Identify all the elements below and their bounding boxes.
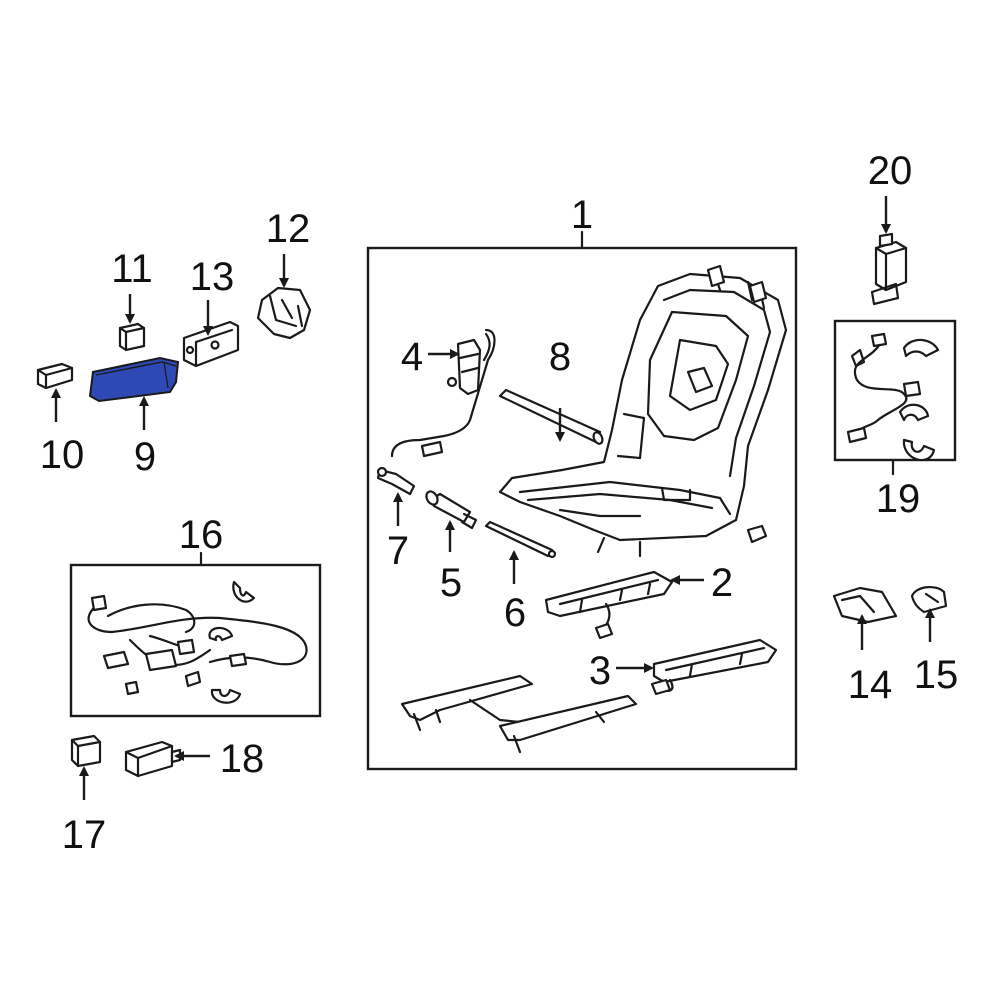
part-13-bracket[interactable] [182,320,240,368]
part-14-cover[interactable] [832,586,898,624]
callout-1[interactable]: 1 [571,193,593,237]
callout-12[interactable]: 12 [266,207,311,251]
callout-17[interactable]: 17 [62,813,107,857]
part-20-connector[interactable] [870,232,908,306]
part-11-clip[interactable] [118,322,146,352]
part-15-cap[interactable] [910,586,948,614]
part-9-armrest-cover[interactable] [88,356,180,403]
callout-18[interactable]: 18 [220,737,265,781]
group-box-wire-harness [69,563,322,718]
callout-10[interactable]: 10 [40,433,85,477]
part-6-shaft[interactable] [484,520,557,559]
callout-3[interactable]: 3 [589,649,611,693]
part-18-connector[interactable] [124,740,182,778]
part-3-adjuster[interactable] [650,638,778,696]
part-7-pin[interactable] [376,466,416,496]
part-2-adjuster[interactable] [544,570,674,640]
part-5-cylinder[interactable] [424,489,478,530]
callout-6[interactable]: 6 [504,591,526,635]
callout-9[interactable]: 9 [134,435,156,479]
callout-2[interactable]: 2 [711,561,733,605]
callout-19[interactable]: 19 [876,477,921,521]
callout-15[interactable]: 15 [914,653,959,697]
part-12-cover[interactable] [256,286,312,340]
callout-8[interactable]: 8 [549,335,571,379]
part-17-connector[interactable] [70,734,102,768]
callout-11[interactable]: 11 [111,247,153,291]
callout-7[interactable]: 7 [387,529,409,573]
part-4-motor[interactable] [390,328,496,458]
callout-labels: 1 2 3 4 5 6 7 8 9 10 11 12 13 14 15 16 1… [40,149,959,857]
callout-arrows [51,196,935,800]
part-16-wire-harness[interactable] [87,580,308,704]
callout-4[interactable]: 4 [401,335,423,379]
callout-14[interactable]: 14 [848,663,893,707]
callout-16[interactable]: 16 [179,513,224,557]
part-8-rod[interactable] [498,388,604,445]
callout-20[interactable]: 20 [868,149,913,193]
callout-13[interactable]: 13 [190,255,235,299]
part-19-harness[interactable] [846,332,940,461]
callout-5[interactable]: 5 [440,561,462,605]
part-1-seat-tracks[interactable] [400,674,638,754]
part-10-clip[interactable] [36,362,74,390]
part-1-seat-frame[interactable] [498,264,788,558]
